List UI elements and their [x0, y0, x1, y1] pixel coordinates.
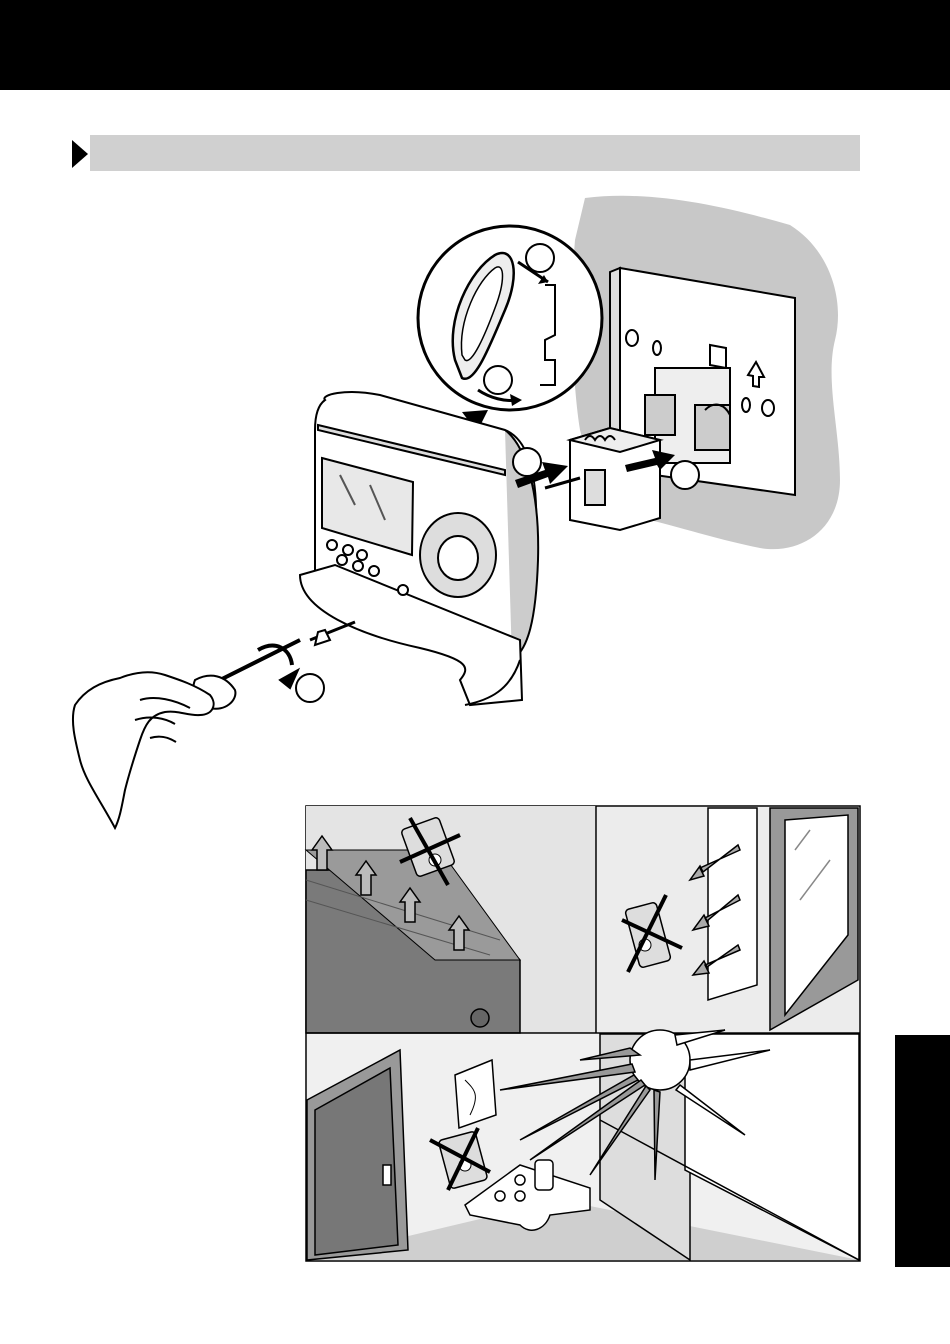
- panel-radiator-heat: [306, 806, 596, 1033]
- step-marker-4: [671, 461, 699, 489]
- panel-window-draught: [597, 807, 859, 1032]
- step-marker-3: [513, 448, 541, 476]
- connector-block: [570, 428, 660, 530]
- clip-detail-icon: [418, 226, 602, 410]
- step-marker-1: [526, 244, 554, 272]
- hand-icon: [73, 672, 214, 828]
- step-marker-5: [296, 674, 324, 702]
- screwdriver-icon: [193, 622, 355, 709]
- step-marker-2: [484, 366, 512, 394]
- panel-sunlight: [307, 1030, 859, 1260]
